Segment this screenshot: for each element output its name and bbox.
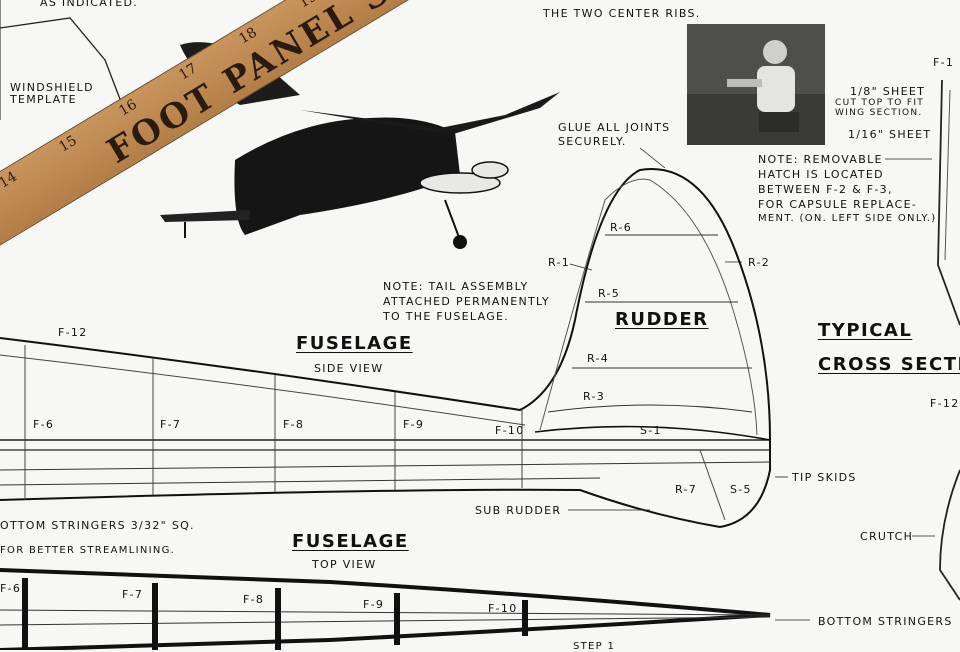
note-as-indicated: AS INDICATED.: [40, 0, 139, 9]
note-sheet-116: 1/16" SHEET: [848, 128, 932, 141]
ruler-number: 14: [0, 168, 20, 192]
note-hatch-5: MENT. (ON. LEFT SIDE ONLY.): [758, 213, 937, 224]
note-cut-top-2: WING SECTION.: [835, 108, 923, 118]
part-r1: R-1: [548, 256, 571, 269]
note-tip-skids: TIP SKIDS: [792, 471, 857, 484]
title-typical: TYPICAL: [818, 320, 913, 341]
ruler-number: 15: [56, 132, 80, 156]
top-former-f7: [152, 583, 158, 650]
note-glue-2: SECURELY.: [558, 135, 627, 148]
top-crutch-line: [0, 616, 771, 626]
part-r3: R-3: [583, 390, 606, 403]
part-r4: R-4: [587, 352, 610, 365]
sub-rudder-spar: [699, 449, 726, 521]
part-r7: R-7: [675, 483, 698, 496]
subtitle-top-view: TOP VIEW: [312, 558, 377, 571]
rudder-inner-outline: [539, 178, 758, 436]
cross-section-upper: [937, 79, 960, 326]
subtitle-side-view: SIDE VIEW: [314, 362, 384, 375]
part-f12: F-12: [58, 326, 88, 339]
fuselage-top-longeron: [0, 354, 526, 426]
note-glue-1: GLUE ALL JOINTS: [558, 121, 671, 134]
note-windshield-2: TEMPLATE: [10, 93, 77, 106]
fuselage-top-outline: [0, 568, 771, 650]
top-former-f10: [522, 600, 528, 636]
title-fuselage-side: FUSELAGE: [296, 333, 413, 354]
part-r6: R-6: [610, 221, 633, 234]
note-sub-rudder: SUB RUDDER: [475, 504, 562, 517]
top-former-f9: [394, 593, 400, 645]
airplane-silhouette: [160, 42, 575, 249]
title-cross-section: CROSS SECTI: [818, 354, 960, 375]
part-top-f9: F-9: [363, 598, 385, 611]
part-r5: R-5: [598, 287, 621, 300]
part-f7: F-7: [160, 418, 182, 431]
part-f8: F-8: [283, 418, 305, 431]
note-stringers: OTTOM STRINGERS 3/32" SQ.: [0, 519, 195, 532]
part-top-f7: F-7: [122, 588, 144, 601]
part-f11: F-1: [933, 56, 955, 69]
photo-image: [687, 24, 825, 145]
note-hatch-4: FOR CAPSULE REPLACE-: [758, 198, 918, 211]
part-top-f6: F-6: [0, 582, 22, 595]
note-hatch-3: BETWEEN F-2 & F-3,: [758, 183, 893, 196]
rib-r3: [547, 404, 753, 413]
part-top-f10: F-10: [488, 602, 518, 615]
part-f12-right: F-12: [930, 397, 960, 410]
title-fuselage-top: FUSELAGE: [292, 531, 409, 552]
lower-stringer: [0, 461, 771, 471]
top-former-f6: [22, 578, 28, 650]
note-sheet-18: 1/8" SHEET: [850, 85, 926, 98]
note-windshield-1: WINDSHIELD: [10, 81, 94, 94]
note-tail-2: ATTACHED PERMANENTLY: [383, 295, 551, 308]
windshield-template-outline: [0, 17, 129, 121]
note-tail-1: NOTE: TAIL ASSEMBLY: [383, 280, 529, 293]
note-cut-top-1: CUT TOP TO FIT: [835, 98, 925, 108]
part-f6: F-6: [33, 418, 55, 431]
part-f10: F-10: [495, 424, 525, 437]
top-former-f8: [275, 588, 281, 650]
note-hatch-1: NOTE: REMOVABLE: [758, 153, 883, 166]
note-hatch-2: HATCH IS LOCATED: [758, 168, 884, 181]
note-bottom-stringers: BOTTOM STRINGERS: [818, 615, 953, 628]
part-r2: R-2: [748, 256, 771, 269]
cross-section-inner: [944, 89, 951, 261]
photo-builder: [687, 24, 825, 145]
note-center-ribs: THE TWO CENTER RIBS.: [543, 7, 701, 20]
part-s5: S-5: [730, 483, 752, 496]
note-crutch: CRUTCH: [860, 530, 914, 543]
part-s1: S-1: [640, 424, 662, 437]
part-f9: F-9: [403, 418, 425, 431]
part-top-f8: F-8: [243, 593, 265, 606]
note-streamlining: FOR BETTER STREAMLINING.: [0, 545, 176, 556]
fuselage-side-outline: [0, 168, 771, 529]
note-tail-3: TO THE FUSELAGE.: [383, 310, 510, 323]
cross-section-lower: [939, 469, 960, 601]
bottom-stringer: [0, 477, 601, 486]
title-rudder: RUDDER: [615, 309, 709, 330]
top-center-line: [0, 609, 771, 616]
stab-leading-edge: [534, 425, 771, 441]
note-step: STEP 1: [573, 641, 616, 652]
